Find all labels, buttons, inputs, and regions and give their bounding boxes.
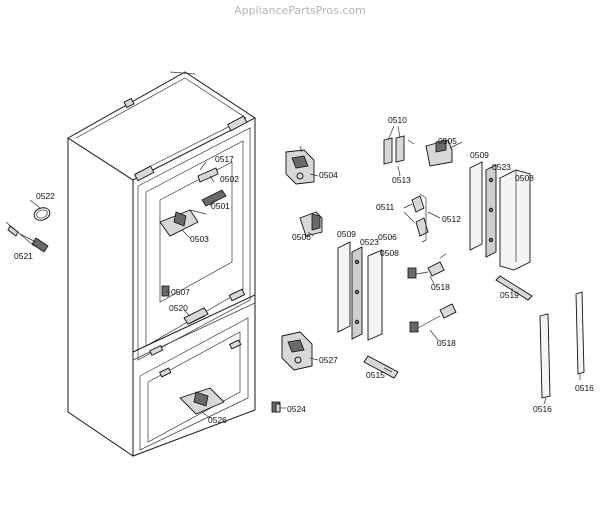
part-0520-bracket	[183, 307, 209, 325]
part-0508-panel-right	[499, 169, 531, 271]
part-0509-panel-center	[337, 241, 351, 333]
part-0518-clip-upper	[407, 253, 447, 279]
part-0507-clip	[161, 285, 170, 297]
label-0519: 0519	[500, 290, 519, 300]
part-0515-handle	[363, 355, 399, 379]
label-0523b: 0523	[492, 162, 511, 172]
part-0516-trim-b	[575, 291, 585, 375]
label-0516b: 0516	[575, 383, 594, 393]
part-0509-panel-right	[469, 161, 483, 251]
label-0520: 0520	[169, 303, 188, 313]
part-0524-clip	[271, 401, 281, 413]
part-0526-hinge	[179, 387, 225, 415]
part-0504-hinge	[285, 145, 315, 185]
label-0504: 0504	[319, 170, 338, 180]
label-0517: 0517	[215, 154, 234, 164]
part-0523-strip-right	[485, 164, 497, 258]
label-0512: 0512	[442, 214, 461, 224]
part-0508-panel-center	[367, 249, 383, 341]
part-0523-strip-center	[351, 246, 363, 340]
label-0509a: 0509	[337, 229, 356, 239]
part-0519-handle	[495, 275, 533, 301]
leader-lines	[29, 141, 581, 419]
watermark: AppliancePartsPros.com	[234, 4, 366, 17]
part-0513-label-bracket	[397, 165, 401, 177]
label-0522: 0522	[36, 191, 55, 201]
label-0516a: 0516	[533, 404, 552, 414]
label-0506b: 0506	[378, 232, 397, 242]
label-0511: 0511	[376, 202, 395, 212]
label-0507: 0507	[171, 287, 190, 297]
label-0503: 0503	[190, 234, 209, 244]
part-0502-bracket	[197, 167, 219, 183]
part-0506-bracket	[299, 211, 323, 237]
label-0508b: 0508	[515, 173, 534, 183]
label-0518a: 0518	[431, 282, 450, 292]
label-0521: 0521	[14, 251, 33, 261]
part-0501-plate	[201, 189, 227, 207]
part-0510-brackets	[383, 125, 415, 165]
label-0515: 0515	[366, 370, 385, 380]
part-0527-hinge	[281, 331, 313, 371]
part-0521-pin	[5, 221, 49, 253]
label-0523a: 0523	[360, 237, 379, 247]
label-0506a: 0506	[292, 232, 311, 242]
part-0503-hinge	[159, 209, 207, 237]
label-0518b: 0518	[437, 338, 456, 348]
part-0505-bracket	[425, 139, 453, 167]
label-0508a: 0508	[380, 248, 399, 258]
part-0518-clip-lower	[409, 303, 457, 333]
label-0526: 0526	[208, 415, 227, 425]
label-0505: 0505	[438, 136, 457, 146]
label-0502: 0502	[220, 174, 239, 184]
part-0522-ring	[33, 207, 51, 221]
label-0509b: 0509	[470, 150, 489, 160]
label-0527: 0527	[319, 355, 338, 365]
label-0501: 0501	[211, 201, 230, 211]
label-0510: 0510	[388, 115, 407, 125]
label-0513: 0513	[392, 175, 411, 185]
part-number-labels: 0522 0521 0517 0502 0501 0503 0507 0520 …	[14, 115, 594, 425]
part-0516-trim-a	[539, 313, 551, 399]
part-0512-pin	[427, 211, 441, 219]
label-0524: 0524	[287, 404, 306, 414]
refrigerator-cabinet	[67, 71, 256, 457]
part-0511-clips	[403, 193, 429, 243]
